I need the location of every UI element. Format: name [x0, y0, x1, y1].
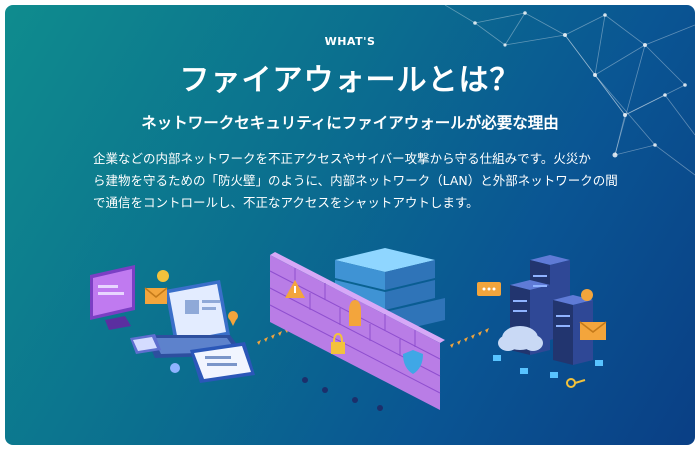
firewall-wall — [269, 252, 445, 410]
page-subtitle: ネットワークセキュリティにファイアウォールが必要な理由 — [141, 114, 559, 132]
tablet-icon — [190, 342, 255, 383]
hand-stop-icon — [349, 300, 361, 326]
email-icon-right — [579, 321, 607, 340]
key-icon — [566, 378, 586, 388]
location-pin-icon — [228, 311, 238, 326]
shield-icon — [403, 350, 423, 374]
chat-bubble-icon — [477, 282, 501, 296]
laptop-icon — [145, 280, 245, 358]
data-flow-arrows-right — [450, 328, 489, 348]
usb-icon — [170, 363, 180, 373]
monitor-icon — [90, 265, 135, 330]
section-eyebrow: WHAT'S — [324, 35, 376, 48]
globe-icon — [157, 270, 169, 282]
hero-card: WHAT'S ファイアウォールとは？ ネットワークセキュリティにファイアウォール… — [5, 5, 695, 445]
page-title: ファイアウォールとは？ — [179, 63, 521, 98]
ground-dots — [302, 377, 383, 411]
smartphone-icon — [130, 334, 161, 354]
warning-icon — [285, 280, 305, 298]
description-text: 企業などの内部ネットワークを不正アクセスやサイバー攻撃から守る仕組みです。火災か… — [93, 151, 618, 210]
email-icon — [144, 287, 168, 304]
chip-icons — [493, 355, 603, 378]
network-constellation-decoration — [444, 5, 695, 176]
user-badge-icon — [581, 289, 593, 301]
lock-icon — [331, 332, 345, 354]
cloud-icon — [498, 326, 543, 351]
firewall-illustration — [90, 248, 607, 411]
